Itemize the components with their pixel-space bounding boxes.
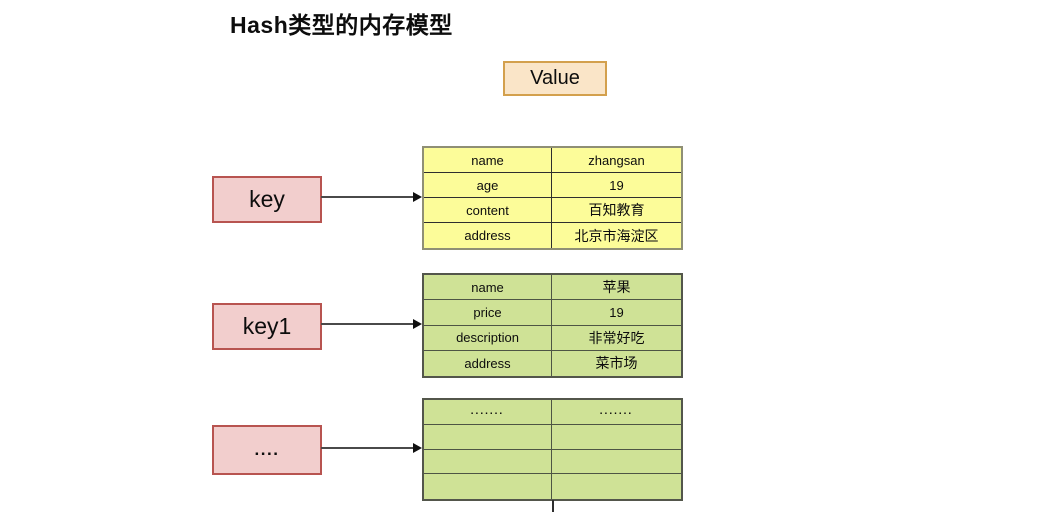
field-cell: address — [424, 350, 552, 376]
value-cell: 非常好吃 — [552, 326, 681, 351]
diagram-title: Hash类型的内存模型 — [230, 12, 453, 38]
key1-box: key1 — [212, 303, 322, 350]
ellipsis-key-label: .... — [254, 440, 280, 459]
field-cell: age — [424, 173, 552, 198]
value-cell: ....... — [552, 400, 681, 425]
value-cell: 菜市场 — [595, 355, 638, 372]
field-cell: ....... — [424, 400, 552, 425]
value-cell: 北京市海淀区 — [574, 227, 659, 244]
value-box: Value — [503, 61, 607, 96]
arrow-head — [413, 443, 422, 453]
arrow-head — [413, 192, 422, 202]
value-cell: 19 — [552, 173, 681, 198]
arrow-shaft — [321, 447, 415, 449]
field-cell: price — [424, 300, 552, 326]
field-cell — [424, 474, 552, 499]
arrow-shaft — [321, 323, 415, 325]
arrow-shaft — [321, 196, 415, 198]
ellipsis-key-box: .... — [212, 425, 322, 475]
hash-table-key1: name 苹果 price 19 description 非常好吃 addres… — [422, 273, 683, 378]
field-cell — [424, 424, 552, 450]
field-cell: address — [424, 223, 552, 248]
key-box: key — [212, 176, 322, 223]
key-label: key — [249, 186, 285, 212]
value-cell — [552, 450, 681, 475]
value-cell — [552, 474, 681, 499]
value-cell — [552, 425, 681, 450]
field-cell: name — [424, 148, 552, 173]
value-cell: 苹果 — [552, 275, 681, 301]
key1-label: key1 — [242, 313, 292, 339]
field-cell: description — [424, 325, 552, 351]
value-cell: zhangsan — [552, 148, 681, 173]
hash-table-key: name zhangsan age 19 content 百知教育 addres… — [422, 146, 683, 250]
field-cell — [424, 449, 552, 475]
value-cell: 19 — [552, 300, 681, 326]
field-cell: name — [424, 275, 552, 301]
value-cell: 百知教育 — [552, 198, 681, 223]
arrow-head — [413, 319, 422, 329]
table-divider-extension — [552, 500, 554, 512]
hash-table-ellipsis: ....... ....... — [422, 398, 683, 501]
field-cell: content — [424, 198, 552, 223]
value-label: Value — [530, 67, 580, 89]
